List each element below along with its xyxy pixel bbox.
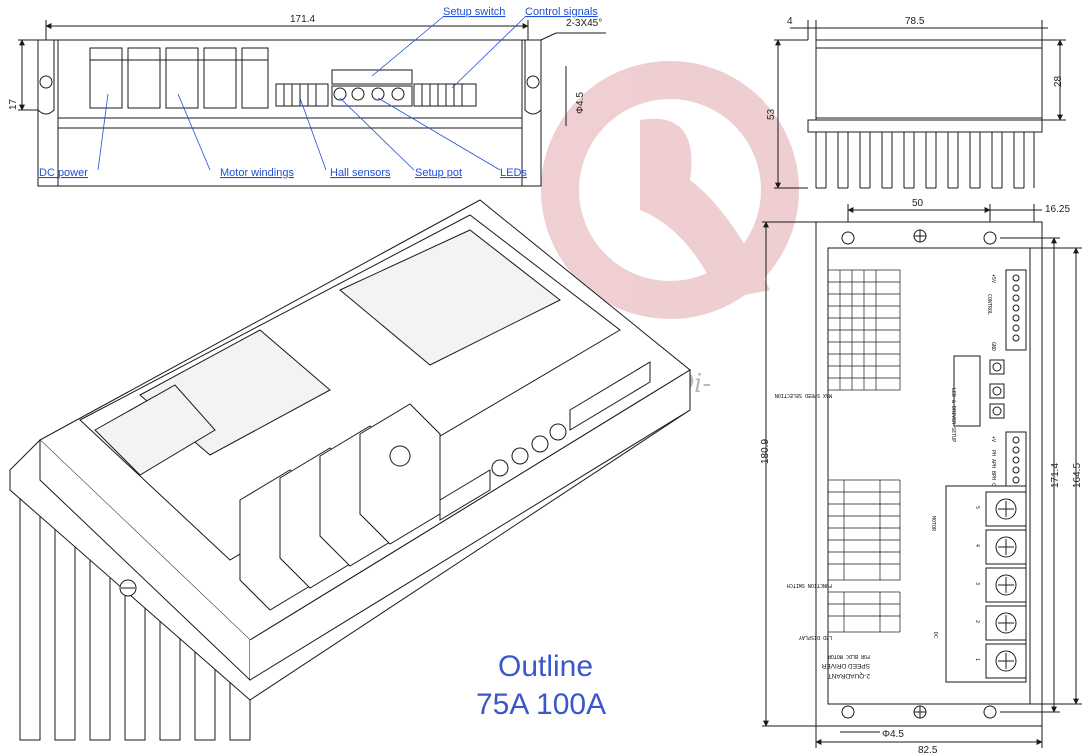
front-hole-pitch-dim: 171.4 (1050, 463, 1061, 488)
front-function-switch-label: FUNCTION SWITCH (787, 582, 832, 588)
front-pin-plus: +V (990, 436, 996, 442)
iso-heatsink-fins (19, 480, 251, 741)
led-display-table (827, 591, 901, 633)
side-view (774, 20, 1066, 189)
setup-switch-block (331, 69, 413, 85)
front-hole-dim: Φ4.5 (882, 729, 904, 740)
front-pin-pha: PH A (990, 450, 996, 462)
side-width-dim: 78.5 (905, 16, 925, 27)
side-offset-dim: 4 (787, 16, 793, 27)
front-overall-height-dim: 180.9 (760, 439, 771, 464)
front-terminal-3: 3 (974, 582, 980, 585)
callout-setup-switch: Setup switch (443, 6, 505, 18)
front-control-connector (1005, 269, 1027, 351)
front-panel-labels: 2-QUADRANT SPEED DRIVER FOR BLDC MOTOR L… (775, 274, 996, 679)
setup-pot-2 (351, 87, 365, 101)
top-hole-dim: Φ4.5 (575, 92, 586, 114)
max-speed-table (827, 269, 901, 391)
control-connector (413, 83, 477, 107)
front-body-height-dim: 164.5 (1072, 463, 1083, 488)
front-hole-spacing-dim: 50 (912, 198, 924, 209)
front-edge-offset-dim: 16.25 (1045, 204, 1070, 215)
dc-power-terminals (89, 47, 269, 109)
callout-control-signals: Control signals (525, 6, 598, 18)
front-motor-label: MOTOR (930, 516, 936, 532)
caption-outline: Outline (498, 650, 593, 683)
setup-pot-1 (333, 87, 347, 101)
front-product-line1: 2-QUADRANT (828, 672, 870, 679)
front-power-terminals (945, 485, 1027, 683)
front-control-label: CONTROL (986, 294, 992, 315)
front-dip-switch (953, 355, 981, 427)
side-heatsink-fins (815, 132, 1035, 189)
front-terminal-2: 2 (974, 620, 980, 623)
front-max-speed-label: MAX SPEED SELECTION (775, 392, 832, 398)
callout-leds: LEDs (500, 167, 527, 179)
front-pin-gnd: GND (990, 342, 996, 351)
top-chamfer-dim: 2-3X45° (566, 18, 602, 29)
top-length-dim: 171.4 (290, 14, 315, 25)
setup-pot-3 (371, 87, 385, 101)
callout-motor-windings: Motor windings (220, 167, 294, 179)
front-pin-phc: PH C (990, 474, 996, 486)
front-width-dim: 82.5 (918, 745, 938, 756)
front-pin-phb: PH B (990, 462, 996, 474)
front-view (762, 204, 1082, 748)
front-led-setup-label: LED & DRIVER SETUP (950, 388, 956, 442)
caption-models: 75A 100A (476, 688, 606, 721)
front-pin-5v: +5V (990, 274, 996, 283)
front-terminal-5: 5 (974, 506, 980, 509)
callout-dc-power: DC power (39, 167, 88, 179)
callout-hall-sensors: Hall sensors (330, 167, 391, 179)
function-switch-table (827, 479, 901, 581)
front-product-line3: FOR BLDC MOTOR (827, 653, 870, 659)
top-view (18, 15, 606, 187)
hall-connector (275, 83, 329, 107)
side-body-height-dim: 28 (1053, 75, 1064, 87)
iso-power-terminals (239, 403, 441, 611)
callout-setup-pot: Setup pot (415, 167, 462, 179)
front-led-display-label: LED DISPLAY (799, 634, 832, 640)
front-terminal-1: 1 (974, 658, 980, 661)
watermark-logo (541, 61, 799, 319)
front-dc-label: DC (932, 632, 938, 638)
setup-pot-4 (391, 87, 405, 101)
isometric-view (9, 199, 691, 741)
top-height-dim: 17 (8, 98, 19, 110)
front-product-line2: SPEED DRIVER (821, 662, 870, 669)
side-total-height-dim: 53 (766, 108, 777, 120)
front-terminal-4: 4 (974, 544, 980, 547)
